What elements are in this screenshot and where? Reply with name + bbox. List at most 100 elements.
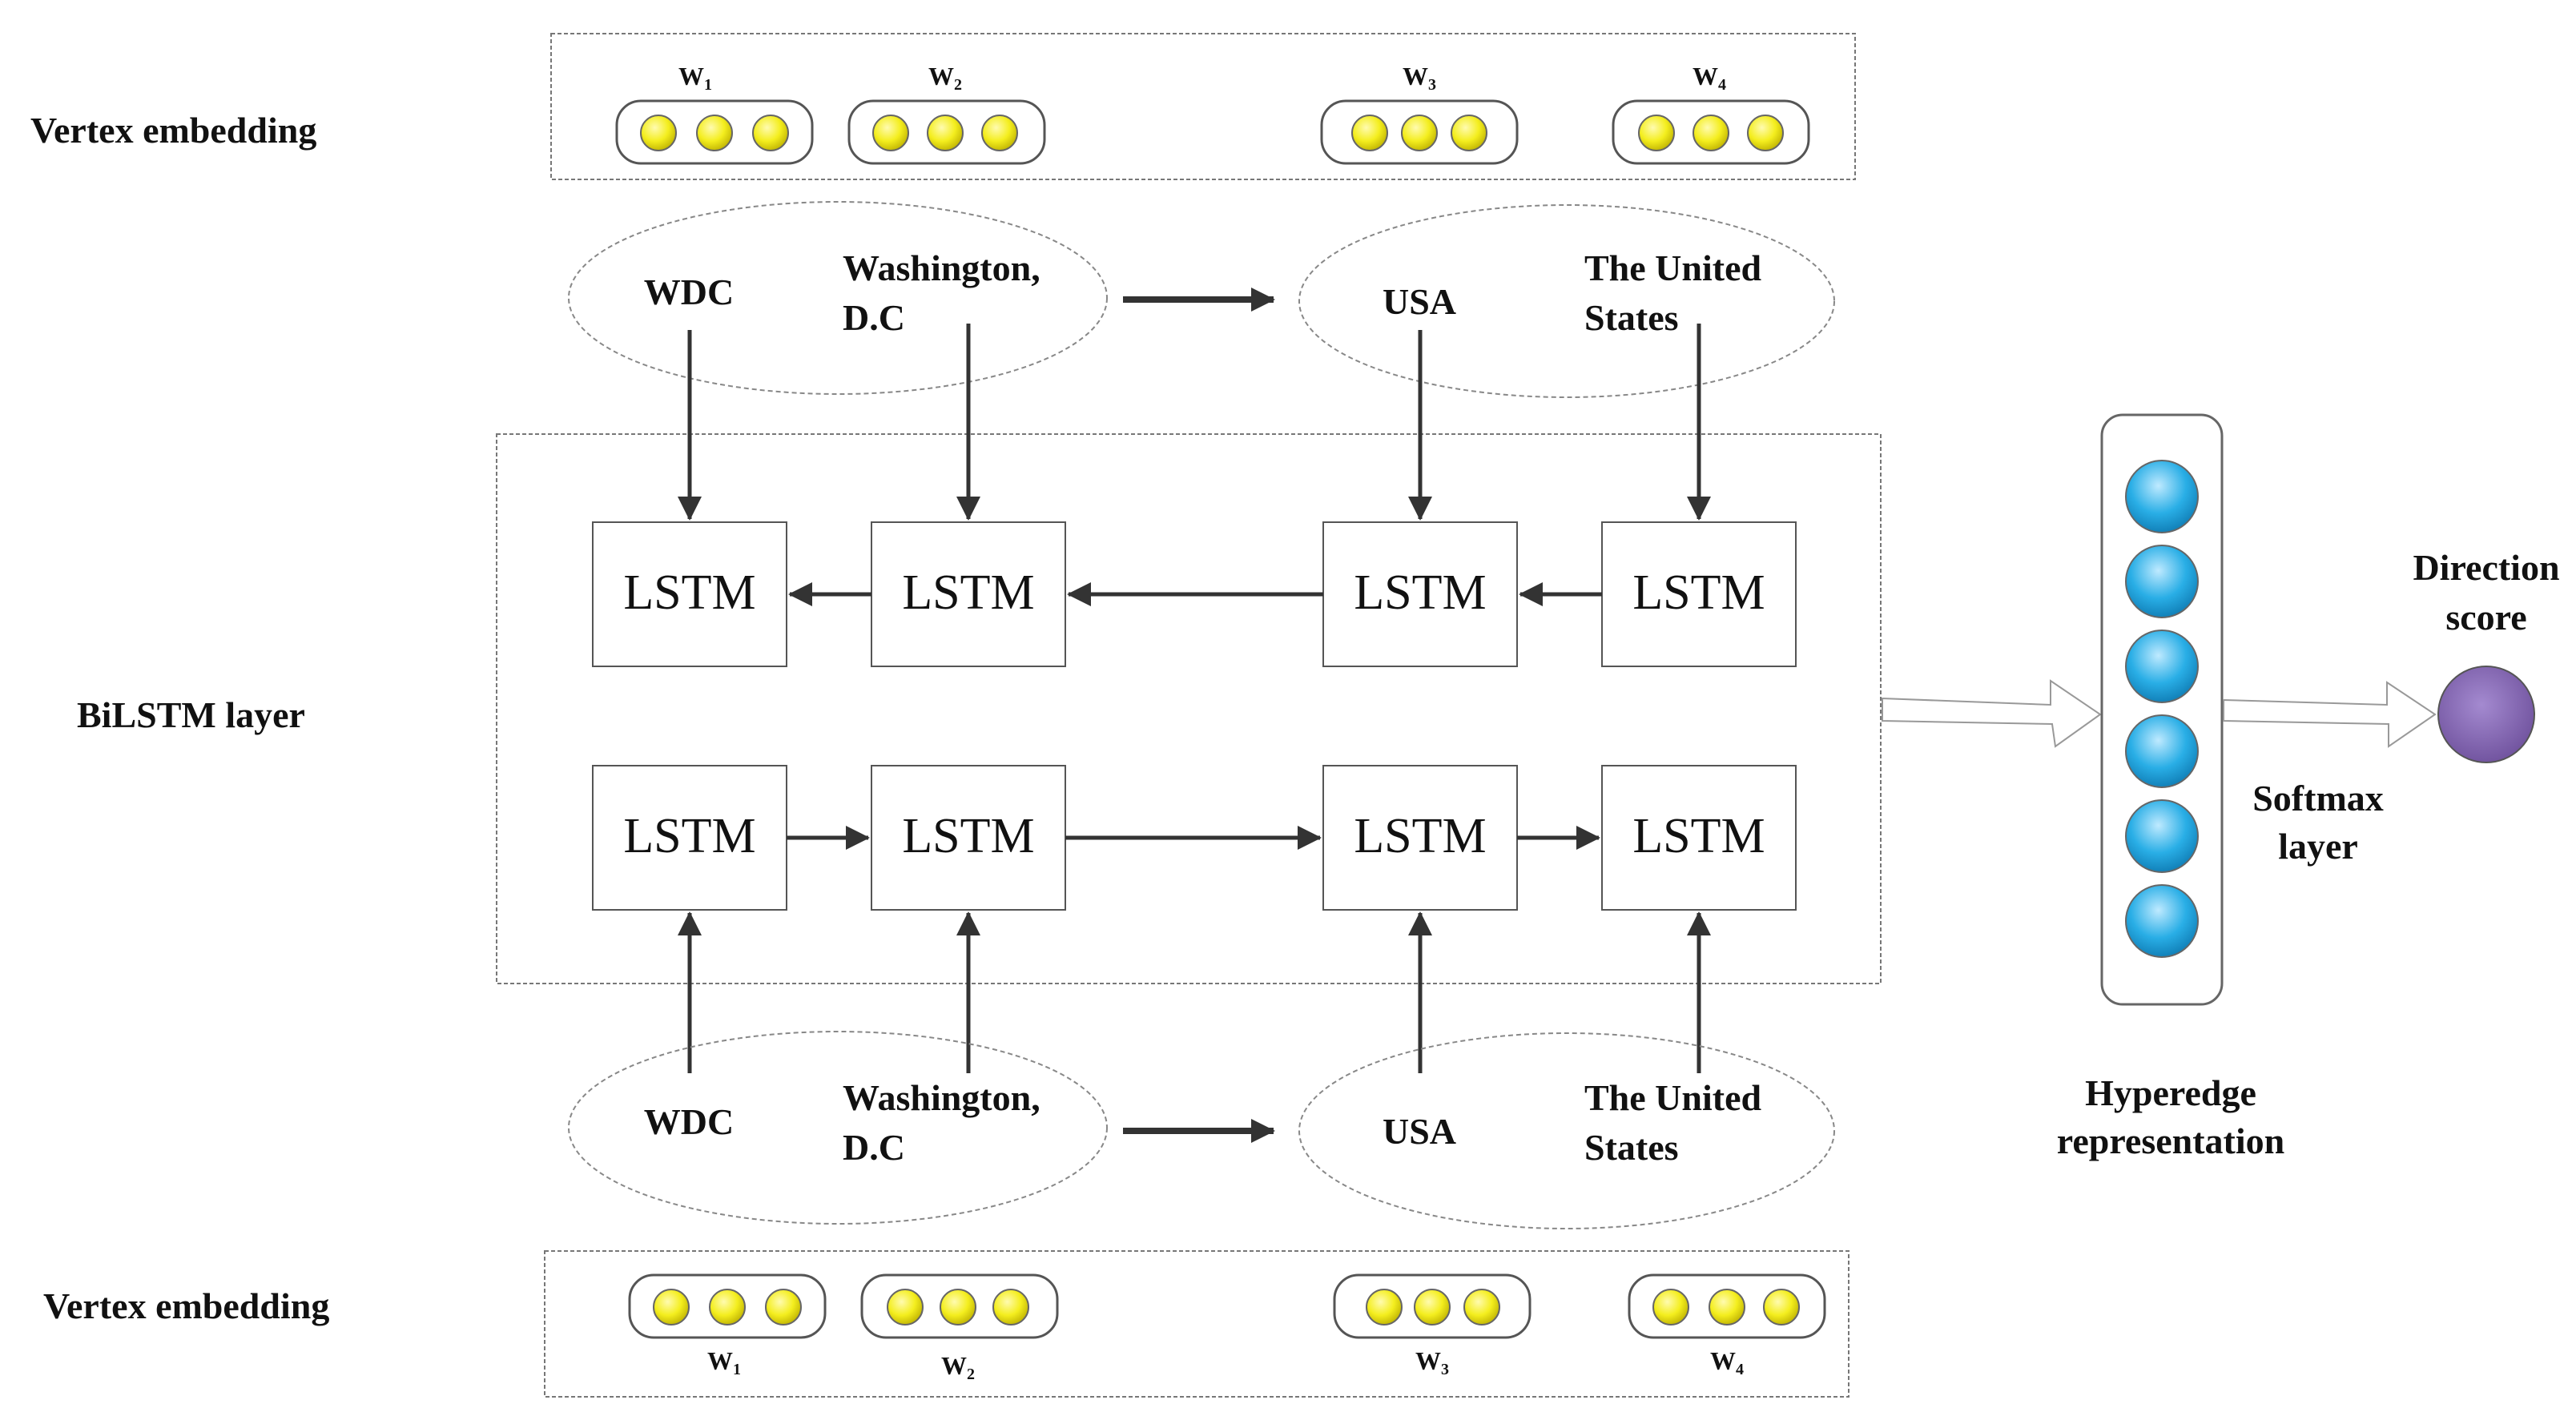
entity-united-states-bottom-line1: The United <box>1584 1077 1762 1118</box>
vertex-embedding-top-label: Vertex embedding <box>30 110 316 151</box>
entity-united-states-bottom-line2: States <box>1584 1127 1679 1168</box>
lstm-cell <box>1601 765 1797 911</box>
embedding-dot <box>992 1289 1029 1326</box>
word-subscript: 2 <box>967 1366 975 1383</box>
svg-text:W4: W4 <box>1710 1346 1744 1378</box>
vertex-embedding-top-box <box>550 33 1856 180</box>
lstm-backward-row: LSTM LSTM LSTM LSTM <box>592 521 1797 667</box>
embedding-dot <box>1366 1289 1403 1326</box>
word-label: W <box>1710 1346 1736 1375</box>
embedding-dot <box>1638 115 1675 151</box>
entity-wdc-bottom: WDC <box>644 1101 734 1142</box>
embedding-vector-top-w2: W2 <box>847 62 1046 165</box>
entity-united-states-top-line1: The United <box>1584 247 1762 288</box>
entity-cluster-right-top <box>1298 204 1835 398</box>
svg-text:W4: W4 <box>1693 62 1726 94</box>
bilstm-to-hyperedge-arrow <box>1882 679 2102 748</box>
entity-washington-top-line2: D.C <box>843 297 905 338</box>
entity-wdc-top: WDC <box>644 272 734 312</box>
hyperedge-dot <box>2125 545 2199 618</box>
embedding-vector-top-w1: W1 <box>615 62 814 165</box>
lstm-cell-label: LSTM <box>902 565 1034 620</box>
embedding-dot <box>653 1289 690 1326</box>
word-subscript: 4 <box>1736 1361 1744 1378</box>
embedding-dot <box>752 115 789 151</box>
lstm-cell-label: LSTM <box>902 809 1034 863</box>
entity-washington-top-line1: Washington, <box>843 247 1040 288</box>
lstm-cell <box>1601 521 1797 667</box>
hyperedge-label-line2: representation <box>2057 1120 2285 1161</box>
svg-text:W2: W2 <box>941 1351 975 1383</box>
lstm-cell-label: LSTM <box>1632 565 1765 620</box>
embedding-vector-bottom-w2: W2 <box>860 1273 1059 1383</box>
word-label: W <box>1403 62 1428 91</box>
lstm-cell-label: LSTM <box>623 809 755 863</box>
embedding-dot <box>1351 115 1388 151</box>
word-subscript: 3 <box>1428 76 1436 94</box>
embedding-dot <box>1414 1289 1451 1326</box>
embedding-dot <box>887 1289 924 1326</box>
lstm-cell-label: LSTM <box>623 565 755 620</box>
embedding-vector-bottom-w4: W4 <box>1628 1273 1826 1378</box>
embedding-dot <box>640 115 677 151</box>
embedding-dot <box>927 115 964 151</box>
entity-usa-bottom: USA <box>1383 1111 1456 1152</box>
word-label: W <box>941 1351 967 1380</box>
vertex-embedding-bottom-label: Vertex embedding <box>43 1285 329 1326</box>
svg-text:W1: W1 <box>678 62 712 94</box>
word-label: W <box>678 62 704 91</box>
embedding-dot <box>940 1289 976 1326</box>
embedding-dot <box>981 115 1018 151</box>
embedding-dot <box>1451 115 1487 151</box>
entity-washington-bottom-line2: D.C <box>843 1127 905 1168</box>
hyperedge-dot <box>2125 460 2199 533</box>
lstm-cell <box>1322 521 1518 667</box>
embedding-vector-bottom-w3: W3 <box>1333 1273 1532 1378</box>
hyperedge-dot <box>2125 884 2199 958</box>
hyperedge-dot <box>2125 799 2199 873</box>
entity-washington-bottom-line1: Washington, <box>843 1077 1040 1118</box>
word-label: W <box>1693 62 1718 91</box>
entity-cluster-right-bottom <box>1298 1032 1835 1229</box>
embedding-dot <box>1693 115 1729 151</box>
softmax-label-line1: Softmax <box>2252 778 2384 819</box>
embedding-dot <box>696 115 733 151</box>
svg-text:W3: W3 <box>1415 1346 1449 1378</box>
embedding-dot <box>1747 115 1784 151</box>
lstm-cell-label: LSTM <box>1632 809 1765 863</box>
bilstm-layer-box <box>496 433 1882 984</box>
entity-usa-top: USA <box>1383 281 1456 322</box>
embedding-dot <box>1652 1289 1689 1326</box>
word-subscript: 1 <box>733 1361 741 1378</box>
svg-text:W3: W3 <box>1403 62 1436 94</box>
word-label: W <box>1415 1346 1441 1375</box>
embedding-vector-bottom-w1: W1 <box>628 1273 827 1378</box>
softmax-arrow <box>2223 681 2437 748</box>
lstm-cell <box>592 521 787 667</box>
embedding-vector-top-w4: W4 <box>1612 62 1810 165</box>
direction-score-label-line2: score <box>2445 597 2526 638</box>
embedding-vector-top-w3: W3 <box>1320 62 1519 165</box>
embedding-dot <box>1401 115 1438 151</box>
entity-cluster-left-top <box>568 201 1108 395</box>
word-label: W <box>707 1346 733 1375</box>
lstm-cell <box>871 521 1066 667</box>
word-subscript: 1 <box>704 76 712 94</box>
word-subscript: 4 <box>1718 76 1726 94</box>
hyperedge-label-line1: Hyperedge <box>2085 1072 2256 1113</box>
embedding-dot <box>1709 1289 1745 1326</box>
lstm-forward-row: LSTM LSTM LSTM LSTM <box>592 765 1797 911</box>
hyperedge-dot <box>2125 714 2199 788</box>
direction-score-label-line1: Direction <box>2413 547 2559 588</box>
vertex-embedding-bottom-box <box>544 1250 1849 1398</box>
word-subscript: 2 <box>954 76 962 94</box>
softmax-label-line2: layer <box>2278 826 2358 867</box>
entity-united-states-top-line2: States <box>1584 297 1679 338</box>
embedding-dot <box>1463 1289 1500 1326</box>
lstm-cell-label: LSTM <box>1354 809 1486 863</box>
embedding-dot <box>872 115 909 151</box>
lstm-cell <box>1322 765 1518 911</box>
embedding-dot <box>1763 1289 1800 1326</box>
direction-score-node <box>2437 666 2535 763</box>
